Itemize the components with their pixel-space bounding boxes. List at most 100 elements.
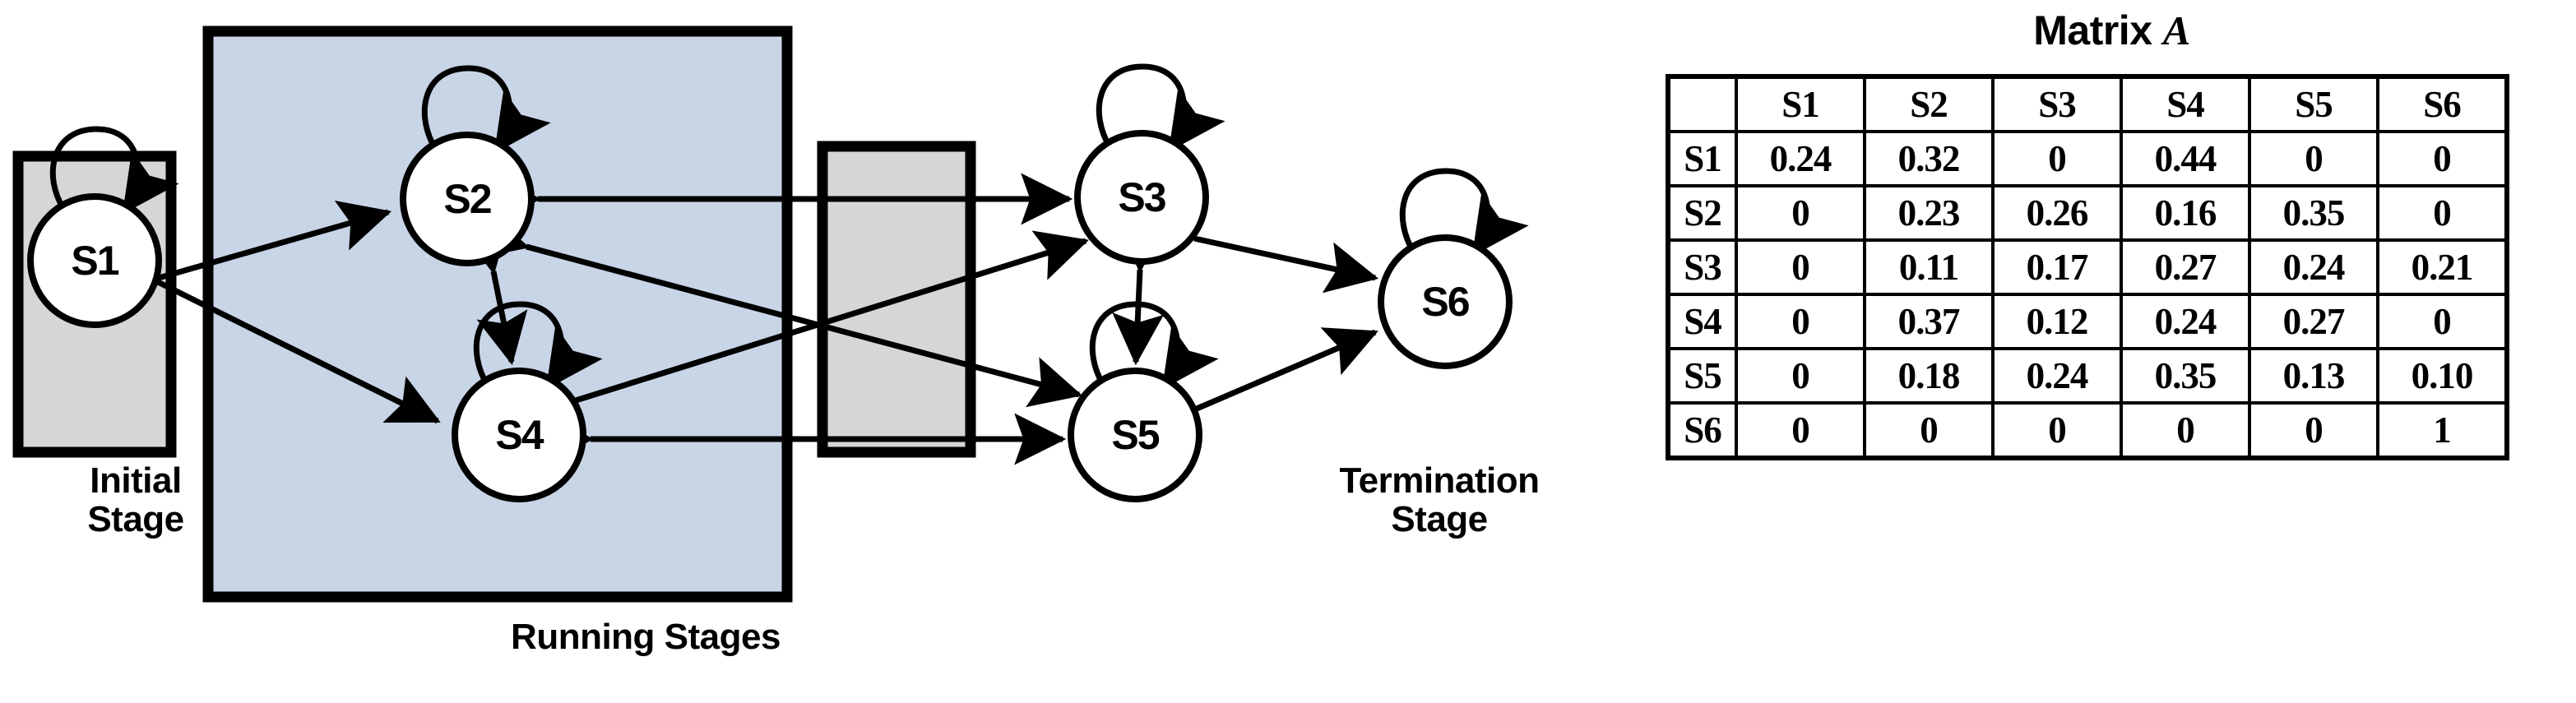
matrix-title-symbol: A (2162, 7, 2190, 53)
matrix-cell-S1-S2: 0.32 (1863, 130, 1995, 187)
matrix-cell-S1-S3: 0 (1991, 130, 2123, 187)
table-row: S3 0 0.11 0.17 0.27 0.24 0.21 (1666, 238, 2509, 296)
matrix-cell-S3-S3: 0.17 (1991, 238, 2123, 296)
matrix-col-header-S2: S2 (1863, 75, 1995, 133)
self-loop-S1 (49, 126, 179, 215)
matrix-cell-S3-S6: 0.21 (2376, 238, 2509, 296)
node-S5[interactable]: S5 (1068, 368, 1202, 502)
edge-S5-S6 (1189, 327, 1378, 414)
matrix-cell-S5-S3: 0.24 (1991, 347, 2123, 405)
node-S3[interactable]: S3 (1074, 130, 1209, 265)
matrix-cell-S2-S3: 0.26 (1991, 184, 2123, 242)
self-loop-S5 (1089, 301, 1219, 390)
matrix-cell-S6-S3: 0 (1991, 401, 2123, 460)
matrix-cell-S6-S1: 0 (1735, 401, 1866, 460)
node-label-S6: S6 (1421, 279, 1468, 325)
self-loop-S6 (1399, 168, 1529, 257)
matrix-cell-S5-S1: 0 (1735, 347, 1866, 405)
table-row: S5 0 0.18 0.24 0.35 0.13 0.10 (1666, 347, 2509, 405)
matrix-cell-S1-S1: 0.24 (1735, 130, 1866, 187)
table-row: S2 0 0.23 0.26 0.16 0.35 0 (1666, 184, 2509, 242)
node-label-S2: S2 (443, 176, 490, 222)
matrix-cell-S5-S5: 0.13 (2248, 347, 2379, 405)
state-transition-diagram: S1 S2 S3 S4 (0, 25, 1540, 657)
matrix-cell-S4-S3: 0.12 (1991, 293, 2123, 350)
node-circle-S5[interactable] (1068, 368, 1202, 502)
self-loop-layer (49, 63, 1529, 390)
running-stages-caption: Running Stages (321, 617, 971, 657)
matrix-cell-S2-S6: 0 (2376, 184, 2509, 242)
termination-stage-caption: Termination Stage (1258, 460, 1620, 539)
matrix-cell-S3-S1: 0 (1735, 238, 1866, 296)
matrix-cell-S2-S2: 0.23 (1863, 184, 1995, 242)
node-label-S3: S3 (1118, 174, 1165, 220)
matrix-corner-cell (1666, 75, 1738, 133)
edge-S1-S2 (152, 200, 392, 283)
node-S4[interactable]: S4 (452, 368, 586, 502)
matrix-col-header-S3: S3 (1991, 75, 2123, 133)
matrix-title-text: Matrix (2033, 7, 2163, 53)
edge-S4-S3 (521, 230, 1090, 440)
node-label-S1: S1 (71, 238, 118, 284)
running-stages-caption-line1: Running Stages (511, 617, 781, 657)
node-S2[interactable]: S2 (400, 132, 535, 266)
node-S6[interactable]: S6 (1378, 234, 1513, 369)
matrix-cell-S3-S4: 0.27 (2120, 238, 2251, 296)
matrix-cell-S6-S2: 0 (1863, 401, 1995, 460)
edge-S3-S6 (1193, 235, 1379, 294)
matrix-cell-S5-S4: 0.35 (2120, 347, 2251, 405)
matrix-cell-S4-S6: 0 (2376, 293, 2509, 350)
edge-S3-S5 (1112, 220, 1169, 366)
matrix-cell-S6-S4: 0 (2120, 401, 2251, 460)
node-circle-S2[interactable] (400, 132, 535, 266)
matrix-header-row: S1 S2 S3 S4 S5 S6 (1666, 75, 2509, 133)
initial-stage-caption-line2: Stage (87, 498, 184, 539)
node-circle-S3[interactable] (1074, 130, 1209, 265)
matrix-row-header-S4: S4 (1666, 293, 1738, 350)
matrix-row-header-S1: S1 (1666, 130, 1738, 187)
initial-stage-caption-line1: Initial (90, 460, 182, 501)
node-circle-S1[interactable] (27, 193, 162, 328)
matrix-col-header-S1: S1 (1735, 75, 1866, 133)
termination-stage-caption-line2: Stage (1391, 498, 1488, 539)
node-S1[interactable]: S1 (27, 193, 162, 328)
self-loop-S3 (1096, 63, 1225, 152)
edge-S1-S4 (151, 276, 441, 424)
edge-layer (151, 173, 1379, 465)
matrix-col-header-S6: S6 (2376, 75, 2509, 133)
initial-stage-caption: Initial Stage (0, 460, 271, 539)
self-loop-S2 (421, 65, 551, 154)
matrix-row-header-S3: S3 (1666, 238, 1738, 296)
table-row: S6 0 0 0 0 0 1 (1666, 401, 2509, 460)
matrix-cell-S2-S1: 0 (1735, 184, 1866, 242)
node-layer: S1 S2 S3 S4 (27, 130, 1513, 502)
self-loop-S4 (473, 301, 603, 390)
matrix-row-header-S5: S5 (1666, 347, 1738, 405)
node-circle-S4[interactable] (452, 368, 586, 502)
matrix-cell-S6-S6: 1 (2376, 401, 2509, 460)
node-label-S4: S4 (495, 412, 544, 458)
table-row: S4 0 0.37 0.12 0.24 0.27 0 (1666, 293, 2509, 350)
matrix-cell-S5-S6: 0.10 (2376, 347, 2509, 405)
matrix-cell-S4-S4: 0.24 (2120, 293, 2251, 350)
matrix-col-header-S4: S4 (2120, 75, 2251, 133)
matrix-cell-S1-S5: 0 (2248, 130, 2379, 187)
matrix-cell-S3-S2: 0.11 (1863, 238, 1995, 296)
matrix-title: Matrix A (1666, 7, 2558, 54)
matrix-row-header-S6: S6 (1666, 401, 1738, 460)
running-stages-box (202, 25, 793, 603)
matrix-table: S1 S2 S3 S4 S5 S6 S1 0.24 0.32 0 0.44 0 … (1666, 74, 2509, 460)
table-row: S1 0.24 0.32 0 0.44 0 0 (1666, 130, 2509, 187)
matrix-cell-S1-S6: 0 (2376, 130, 2509, 187)
node-label-S5: S5 (1111, 412, 1159, 458)
termination-stage-caption-line1: Termination (1339, 460, 1540, 501)
matrix-col-header-S5: S5 (2248, 75, 2379, 133)
node-circle-S6[interactable] (1378, 234, 1513, 369)
matrix-cell-S2-S5: 0.35 (2248, 184, 2379, 242)
matrix-cell-S3-S5: 0.24 (2248, 238, 2379, 296)
matrix-panel: Matrix A S1 S2 S3 S4 S5 S6 S1 0.24 0.32 (1666, 0, 2558, 625)
matrix-cell-S1-S4: 0.44 (2120, 130, 2251, 187)
matrix-row-header-S2: S2 (1666, 184, 1738, 242)
matrix-cell-S4-S1: 0 (1735, 293, 1866, 350)
